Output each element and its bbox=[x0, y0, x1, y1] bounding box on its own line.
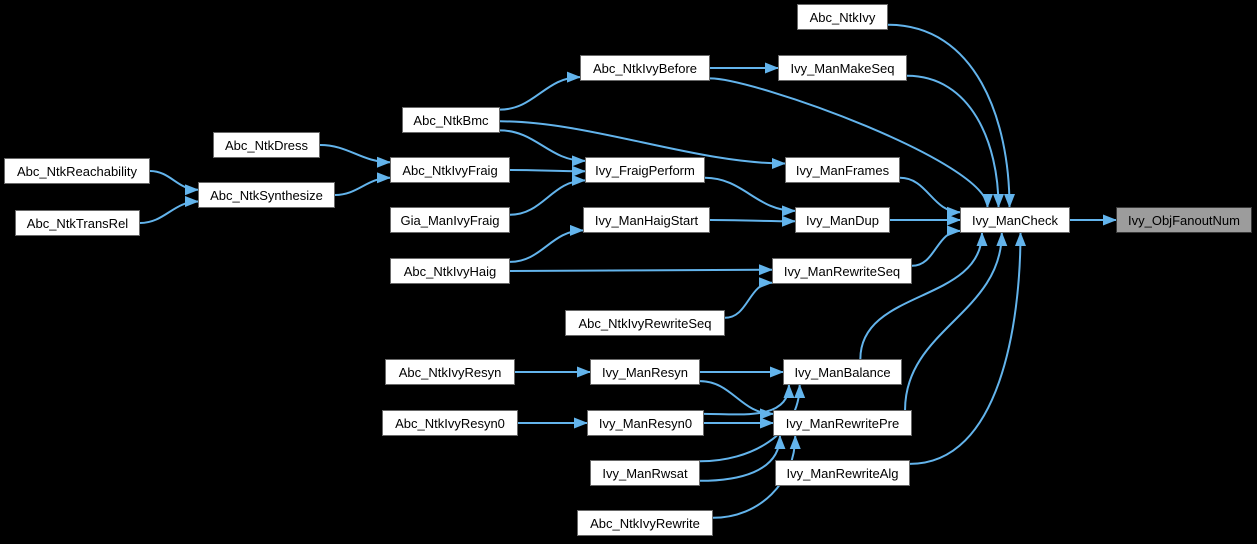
graph-node-label: Ivy_ManRwsat bbox=[602, 465, 688, 481]
edge-ivy-man-rwsat-to-ivy-man-balance bbox=[699, 384, 806, 463]
edge-abc-ntk-ivy-rewrite-to-ivy-man-rewrite-pre bbox=[712, 435, 801, 519]
graph-node-abc-ntk-bmc[interactable]: Abc_NtkBmc bbox=[402, 107, 500, 133]
graph-node-ivy-man-rewrite-seq[interactable]: Ivy_ManRewriteSeq bbox=[772, 258, 912, 284]
graph-node-label: Abc_NtkIvyBefore bbox=[592, 60, 698, 76]
graph-node-abc-ntk-ivy[interactable]: Abc_NtkIvy bbox=[797, 4, 888, 30]
graph-node-abc-ntk-dress[interactable]: Abc_NtkDress bbox=[213, 132, 320, 158]
graph-node-label: Abc_NtkIvy bbox=[809, 9, 876, 25]
graph-node-label: Ivy_ManRewriteAlg bbox=[786, 465, 899, 481]
graph-node-abc-ntk-ivy-resyn[interactable]: Abc_NtkIvyResyn bbox=[385, 359, 515, 385]
graph-node-ivy-man-rewrite-alg[interactable]: Ivy_ManRewriteAlg bbox=[775, 460, 910, 486]
graph-node-ivy-man-make-seq[interactable]: Ivy_ManMakeSeq bbox=[778, 55, 907, 81]
graph-node-label: Ivy_ManRewriteSeq bbox=[783, 263, 901, 279]
edge-group bbox=[139, 23, 1117, 519]
edge-gia-man-ivy-fraig-to-ivy-fraig-perform bbox=[509, 174, 586, 216]
graph-node-label: Abc_NtkIvyResyn bbox=[398, 364, 502, 380]
edge-abc-ntk-bmc-to-ivy-fraig-perform bbox=[499, 129, 586, 167]
edge-abc-ntk-dress-to-abc-ntk-ivy-fraig bbox=[319, 144, 391, 168]
edge-ivy-fraig-perform-to-ivy-man-dup bbox=[704, 176, 796, 217]
graph-node-label: Ivy_FraigPerform bbox=[595, 162, 695, 178]
edge-abc-ntk-ivy-haig-to-ivy-man-haig-start bbox=[509, 224, 584, 263]
graph-node-label: Ivy_ManResyn bbox=[602, 364, 688, 380]
graph-node-ivy-man-rwsat[interactable]: Ivy_ManRwsat bbox=[590, 460, 700, 486]
graph-node-label: Ivy_ManDup bbox=[806, 212, 879, 228]
graph-node-abc-ntk-ivy-rewrite-seq[interactable]: Abc_NtkIvyRewriteSeq bbox=[565, 310, 725, 336]
graph-node-label: Abc_NtkIvyRewrite bbox=[590, 515, 700, 531]
graph-node-label: Ivy_ManCheck bbox=[972, 212, 1058, 228]
graph-node-label: Abc_NtkTransRel bbox=[26, 215, 129, 231]
graph-node-label: Abc_NtkBmc bbox=[413, 112, 489, 128]
graph-node-label: Abc_NtkSynthesize bbox=[210, 187, 323, 203]
graph-node-label: Ivy_ManHaigStart bbox=[594, 212, 699, 228]
edge-ivy-man-rewrite-pre-to-ivy-man-check bbox=[904, 232, 1008, 411]
graph-node-label: Abc_NtkIvyResyn0 bbox=[395, 415, 505, 431]
edge-ivy-man-rewrite-seq-to-ivy-man-check bbox=[911, 225, 961, 267]
graph-node-abc-ntk-trans-rel[interactable]: Abc_NtkTransRel bbox=[15, 210, 140, 236]
edge-ivy-man-make-seq-to-ivy-man-check bbox=[906, 74, 1004, 208]
graph-node-label: Ivy_ManRewritePre bbox=[785, 415, 900, 431]
edge-abc-ntk-trans-rel-to-abc-ntk-synthesize bbox=[139, 196, 199, 224]
edge-abc-ntk-ivy-fraig-to-ivy-fraig-perform bbox=[509, 165, 586, 177]
edge-abc-ntk-ivy-before-to-ivy-man-check bbox=[709, 77, 993, 208]
graph-node-label: Abc_NtkIvyFraig bbox=[402, 162, 498, 178]
graph-node-label: Ivy_ObjFanoutNum bbox=[1128, 212, 1240, 228]
graph-node-gia-man-ivy-fraig[interactable]: Gia_ManIvyFraig bbox=[390, 207, 510, 233]
graph-node-label: Abc_NtkIvyRewriteSeq bbox=[578, 315, 712, 331]
graph-node-abc-ntk-ivy-rewrite[interactable]: Abc_NtkIvyRewrite bbox=[577, 510, 713, 536]
graph-node-label: Ivy_ManFrames bbox=[795, 162, 890, 178]
edge-abc-ntk-ivy-haig-to-ivy-man-rewrite-seq bbox=[509, 264, 773, 276]
edge-abc-ntk-ivy-rewrite-seq-to-ivy-man-rewrite-seq bbox=[724, 277, 773, 319]
graph-node-label: Ivy_ManResyn0 bbox=[598, 415, 693, 431]
edge-abc-ntk-ivy-to-ivy-man-check bbox=[887, 23, 1015, 208]
edge-ivy-man-haig-start-to-ivy-man-dup bbox=[709, 215, 796, 227]
graph-node-ivy-man-resyn0[interactable]: Ivy_ManResyn0 bbox=[587, 410, 704, 436]
graph-node-label: Gia_ManIvyFraig bbox=[400, 212, 500, 228]
graph-node-ivy-man-rewrite-pre[interactable]: Ivy_ManRewritePre bbox=[773, 410, 912, 436]
graph-node-ivy-man-haig-start[interactable]: Ivy_ManHaigStart bbox=[583, 207, 710, 233]
graph-node-ivy-man-balance[interactable]: Ivy_ManBalance bbox=[783, 359, 902, 385]
graph-node-ivy-man-check[interactable]: Ivy_ManCheck bbox=[960, 207, 1070, 233]
edge-abc-ntk-synthesize-to-abc-ntk-ivy-fraig bbox=[334, 172, 391, 196]
graph-node-abc-ntk-ivy-fraig[interactable]: Abc_NtkIvyFraig bbox=[390, 157, 510, 183]
graph-node-label: Ivy_ManBalance bbox=[794, 364, 891, 380]
edge-abc-ntk-bmc-to-ivy-man-frames bbox=[499, 120, 786, 169]
graph-node-abc-ntk-ivy-resyn0[interactable]: Abc_NtkIvyResyn0 bbox=[382, 410, 518, 436]
graph-node-label: Abc_NtkIvyHaig bbox=[403, 263, 497, 279]
graph-node-ivy-man-dup[interactable]: Ivy_ManDup bbox=[795, 207, 890, 233]
graph-node-ivy-obj-fanout-num: Ivy_ObjFanoutNum bbox=[1116, 207, 1252, 233]
graph-node-label: Ivy_ManMakeSeq bbox=[790, 60, 895, 76]
edge-ivy-man-frames-to-ivy-man-check bbox=[899, 176, 961, 218]
edge-ivy-man-resyn0-to-ivy-man-balance bbox=[703, 384, 795, 416]
edge-abc-ntk-bmc-to-abc-ntk-ivy-before bbox=[499, 71, 581, 111]
graph-node-abc-ntk-ivy-before[interactable]: Abc_NtkIvyBefore bbox=[580, 55, 710, 81]
edge-ivy-man-rwsat-to-ivy-man-rewrite-pre bbox=[699, 435, 786, 482]
graph-node-label: Abc_NtkReachability bbox=[17, 163, 137, 179]
graph-node-abc-ntk-ivy-haig[interactable]: Abc_NtkIvyHaig bbox=[390, 258, 510, 284]
graph-node-abc-ntk-reachability[interactable]: Abc_NtkReachability bbox=[4, 158, 150, 184]
graph-node-ivy-fraig-perform[interactable]: Ivy_FraigPerform bbox=[585, 157, 705, 183]
graph-node-abc-ntk-synthesize[interactable]: Abc_NtkSynthesize bbox=[198, 182, 335, 208]
graph-node-label: Abc_NtkDress bbox=[224, 137, 309, 153]
edge-ivy-man-rewrite-alg-to-ivy-man-check bbox=[909, 232, 1026, 465]
graph-node-ivy-man-resyn[interactable]: Ivy_ManResyn bbox=[590, 359, 700, 385]
edge-abc-ntk-reachability-to-abc-ntk-synthesize bbox=[149, 170, 199, 196]
graph-node-ivy-man-frames[interactable]: Ivy_ManFrames bbox=[785, 157, 900, 183]
edge-ivy-man-balance-to-ivy-man-check bbox=[859, 232, 988, 360]
